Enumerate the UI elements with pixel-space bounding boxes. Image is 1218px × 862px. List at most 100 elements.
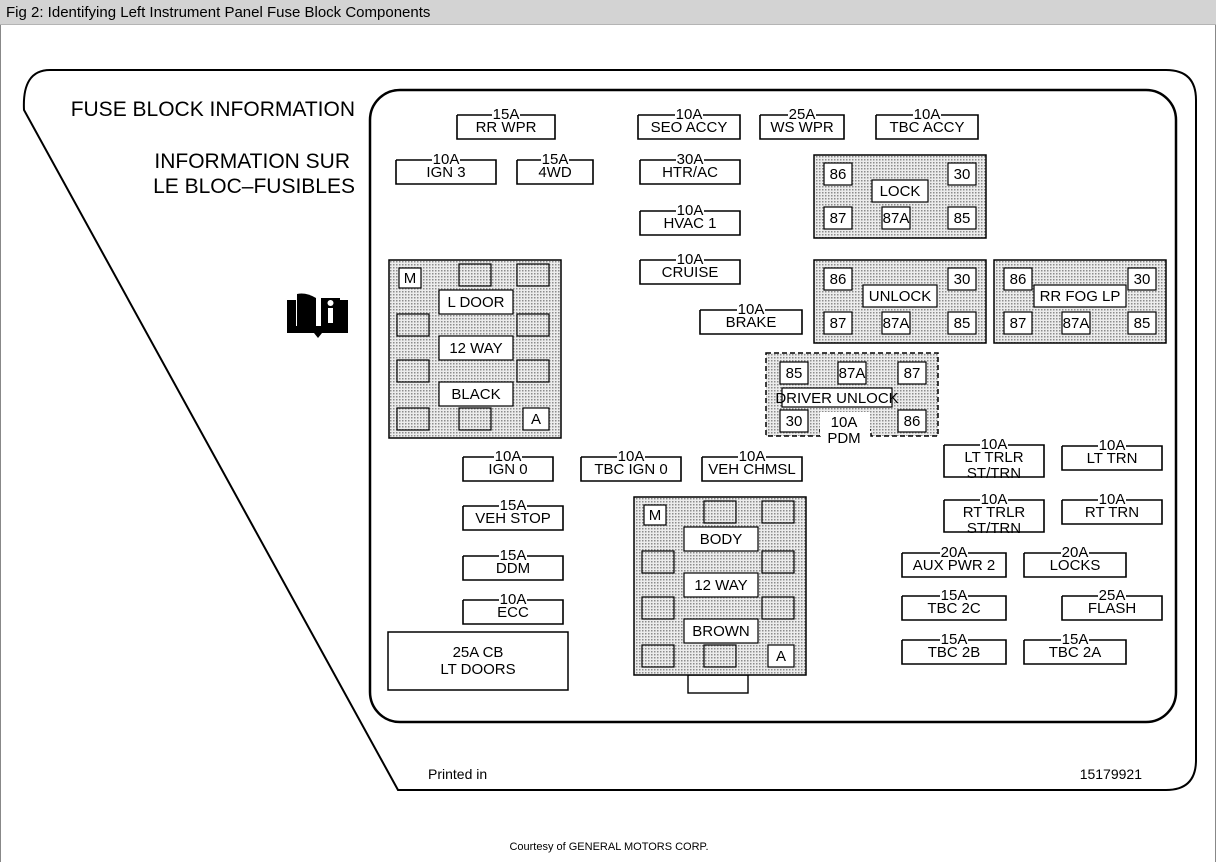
relay-pin: 85 [954,210,971,227]
fuse-amp: 25A [789,106,816,123]
relay-label: LOCK [880,183,921,200]
fuse-name: CRUISE [662,264,719,281]
connector-label: BLACK [451,386,500,403]
fuse-amp: 15A [493,106,520,123]
driver-unlock-pin: 85 [786,365,803,382]
part-number: 15179921 [1080,766,1143,782]
fuse-name: ECC [497,604,529,621]
fuse-name: IGN 3 [426,164,465,181]
fuse-name: LOCKS [1050,557,1101,574]
relay-pin: 87A [1063,315,1090,332]
relay-pin: 87 [830,315,847,332]
book-info-icon [287,293,348,338]
fuse-name: RR WPR [476,119,537,136]
fuse-amp: 10A [677,251,704,268]
fuse-panel-outline [368,88,1178,724]
fuse-name: SEO ACCY [651,119,728,136]
fuse-amp: 15A [500,547,527,564]
fuse-amp: 15A [1062,631,1089,648]
fuse-name: VEH STOP [475,510,551,527]
relay-pin: 30 [954,166,971,183]
circuit-breaker-amp: 25A CB [453,644,504,661]
fuse-name-2: ST/TRN [967,520,1021,537]
fuse-amp: 15A [500,497,527,514]
connector-corner-top: M [404,270,417,287]
connector-body: M A BODY 12 WAY BROWN [633,496,807,694]
fuse-name: IGN 0 [488,461,527,478]
fuse-name: RT TRLR [963,504,1026,521]
relay-pin: 85 [1134,315,1151,332]
relay-pin: 87 [830,210,847,227]
pdm-fuse-amp: 10A [831,414,858,431]
courtesy-credit: Courtesy of GENERAL MOTORS CORP. [509,841,709,853]
relay-label: RR FOG LP [1040,288,1121,305]
fuse-name: TBC 2B [928,644,981,661]
relay-pin: 30 [1134,271,1151,288]
driver-unlock-pin: 86 [904,413,921,430]
fuse-name: DDM [496,560,530,577]
fuse-name: TBC 2A [1049,644,1102,661]
connector-corner-top: M [649,507,662,524]
fuse-amp: 10A [495,448,522,465]
fuse-name: RT TRN [1085,504,1139,521]
fuse-amp: 10A [618,448,645,465]
connector-label: 12 WAY [694,577,747,594]
fuse-amp: 10A [500,591,527,608]
fuse-name: LT TRN [1087,450,1138,467]
label-outline [22,69,1197,791]
relay-pin: 87A [883,210,910,227]
fuse-name: TBC ACCY [889,119,964,136]
fuse-amp: 15A [941,587,968,604]
relay-pin: 86 [830,166,847,183]
fuse-name: WS WPR [770,119,833,136]
connector-label: L DOOR [448,294,505,311]
fuse-name: LT TRLR [964,449,1023,466]
connector-label: BROWN [692,623,750,640]
fuse-amp: 10A [677,202,704,219]
fuse-name-2: ST/TRN [967,465,1021,482]
relay-pin: 85 [954,315,971,332]
fuse-amp: 10A [738,301,765,318]
fuse-amp: 30A [677,151,704,168]
heading-french-line2: LE BLOC–FUSIBLES [153,175,355,198]
pdm-fuse-name: PDM [827,430,860,447]
connector-label: BODY [700,531,743,548]
driver-unlock-pin: 87 [904,365,921,382]
fuse-name: AUX PWR 2 [913,557,996,574]
fuse-amp: 15A [941,631,968,648]
fuse-amp: 10A [981,436,1008,453]
connector-label: 12 WAY [449,340,502,357]
fuse-name: TBC 2C [927,600,981,617]
figure-title: Fig 2: Identifying Left Instrument Panel… [6,4,431,21]
heading-english: FUSE BLOCK INFORMATION [71,98,355,121]
driver-unlock-label: DRIVER UNLOCK [775,390,898,407]
fuse-amp: 20A [941,544,968,561]
connector-corner-bottom: A [776,648,786,665]
circuit-breaker-lt-doors: 25A CB LT DOORS [387,631,569,691]
relay-pin: 30 [954,271,971,288]
